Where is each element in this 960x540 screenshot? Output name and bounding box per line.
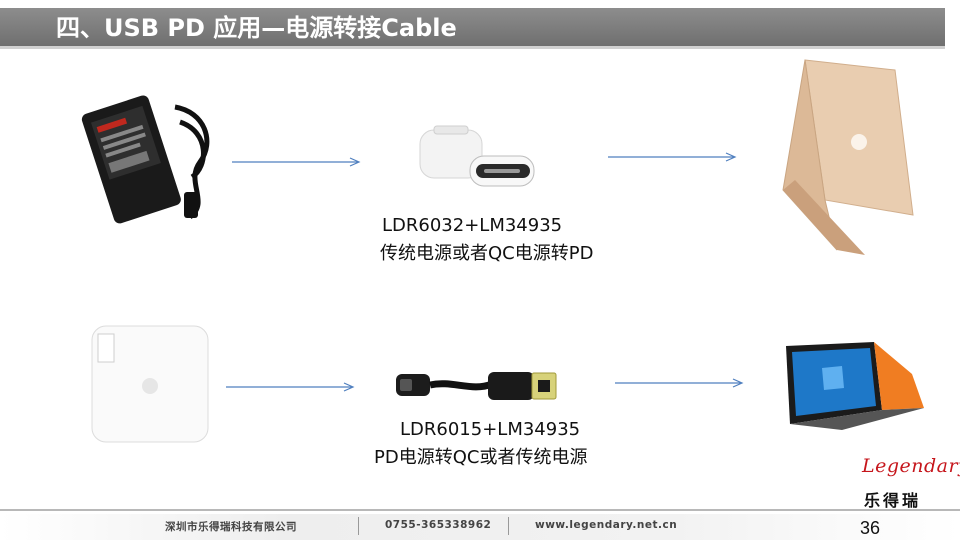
- title-bar-shadow: [0, 46, 945, 49]
- row1-caption-line1: LDR6032+LM34935: [382, 215, 563, 236]
- lenovo-tip-cable-image: [392, 366, 562, 410]
- footer-band: [0, 514, 960, 540]
- footer-separator-1: [358, 517, 359, 535]
- arrow-adapter-to-connector-1: [232, 156, 362, 168]
- page-number: 36: [860, 518, 881, 538]
- footer-separator-2: [508, 517, 509, 535]
- arrow-connector-to-laptop-1: [608, 151, 738, 163]
- row1-caption-line2: 传统电源或者QC电源转PD: [380, 243, 594, 264]
- footer-website: www.legendary.net.cn: [535, 519, 678, 531]
- footer-company: 深圳市乐得瑞科技有限公司: [165, 521, 297, 533]
- legendary-logo-chinese: 乐得瑞: [864, 491, 922, 510]
- legendary-logo-script: Legendary: [862, 455, 960, 477]
- arrow-adapter-to-connector-2: [226, 381, 356, 393]
- apple-adapter-image: [88, 322, 213, 451]
- arrow-connector-to-laptop-2: [615, 377, 745, 389]
- footer-divider: [0, 509, 960, 511]
- yoga-laptop-image: [782, 338, 927, 442]
- title-bar: 四、USB PD 应用—电源转接Cable: [0, 8, 945, 46]
- footer-phone: 0755-365338962: [385, 519, 492, 531]
- row2-caption-line1: LDR6015+LM34935: [400, 419, 581, 440]
- macbook-image: [775, 50, 920, 269]
- row2-caption-line2: PD电源转QC或者传统电源: [374, 447, 588, 468]
- slide-title: 四、USB PD 应用—电源转接Cable: [56, 14, 457, 42]
- usb-c-adapter-image: [412, 112, 542, 206]
- lenovo-adapter-image: [80, 82, 220, 236]
